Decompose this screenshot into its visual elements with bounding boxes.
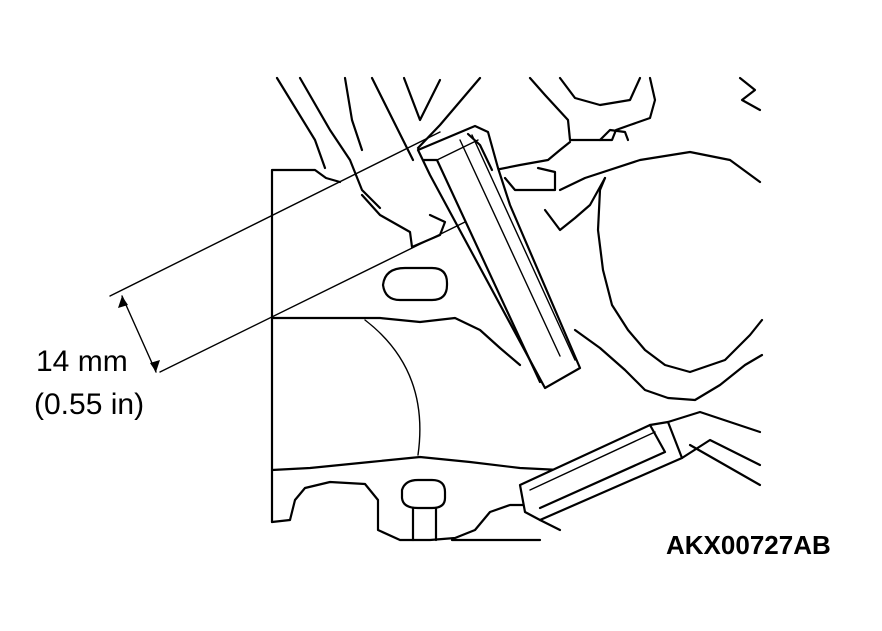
dimension-imperial-label: (0.55 in) (34, 388, 145, 421)
cylinder-head-body (270, 76, 764, 542)
lower-valve-guide (518, 410, 762, 532)
figure-id-label: AKX00727AB (666, 530, 831, 560)
dimension-lines (109, 131, 466, 373)
upper-valve-guide (416, 124, 582, 390)
dimension-metric-label: 14 mm (36, 345, 128, 378)
